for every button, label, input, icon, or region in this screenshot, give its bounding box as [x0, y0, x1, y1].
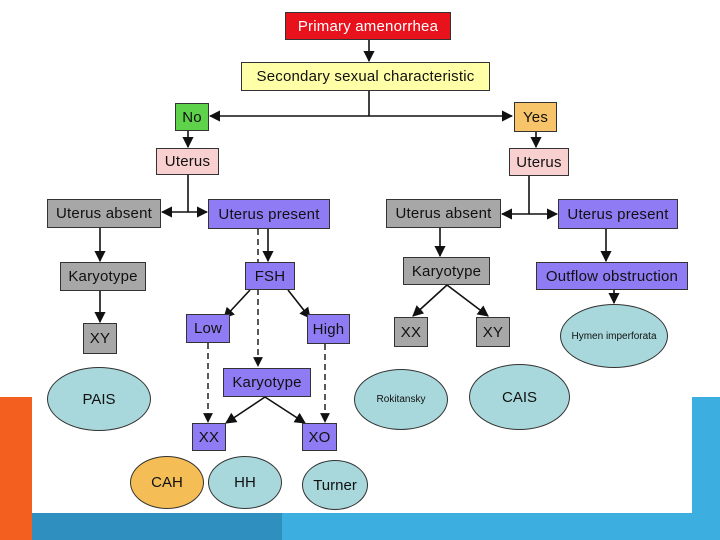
- arrow-karyotype-mid-xx: [225, 396, 266, 424]
- node-high: High: [307, 314, 350, 344]
- node-xo-mid: XO: [302, 423, 337, 451]
- node-no: No: [175, 103, 209, 131]
- node-xy-right: XY: [476, 317, 510, 347]
- node-xx-mid: XX: [192, 423, 226, 451]
- node-hh: HH: [208, 456, 282, 509]
- node-uterus-left: Uterus: [156, 148, 219, 175]
- arrow-karyotype-xy-right: [446, 284, 489, 317]
- node-outflow-obstruction: Outflow obstruction: [536, 262, 688, 290]
- node-uterus-present-left: Uterus present: [208, 199, 330, 229]
- arrow-fsh-low: [223, 289, 251, 319]
- node-secondary-sexual-characteristic: Secondary sexual characteristic: [241, 62, 490, 91]
- node-xy-left: XY: [83, 323, 117, 354]
- node-low: Low: [186, 314, 230, 343]
- node-karyotype-left: Karyotype: [60, 262, 146, 291]
- node-primary-amenorrhea: Primary amenorrhea: [285, 12, 451, 40]
- node-cah: CAH: [130, 456, 204, 509]
- node-uterus-right: Uterus: [509, 148, 569, 176]
- node-uterus-present-right: Uterus present: [558, 199, 678, 229]
- node-uterus-absent-right: Uterus absent: [386, 199, 501, 228]
- node-karyotype-mid: Karyotype: [223, 368, 311, 397]
- arrow-fsh-high: [287, 289, 311, 319]
- node-yes: Yes: [514, 102, 557, 132]
- node-turner: Turner: [302, 460, 368, 510]
- node-fsh: FSH: [245, 262, 295, 290]
- arrow-karyotype-mid-xo: [264, 396, 306, 424]
- node-pais: PAIS: [47, 367, 151, 431]
- orange-accent-bar: [0, 397, 32, 540]
- node-karyotype-right: Karyotype: [403, 257, 490, 285]
- blue-accent-dark: [32, 513, 282, 540]
- node-xx-right: XX: [394, 317, 428, 347]
- node-cais: CAIS: [469, 364, 570, 430]
- node-uterus-absent-left: Uterus absent: [47, 199, 161, 228]
- blue-accent-side: [692, 397, 720, 540]
- node-hymen-imperforata: Hymen imperforata: [560, 304, 668, 368]
- arrow-karyotype-xx-right: [412, 284, 448, 317]
- node-rokitansky: Rokitansky: [354, 369, 448, 430]
